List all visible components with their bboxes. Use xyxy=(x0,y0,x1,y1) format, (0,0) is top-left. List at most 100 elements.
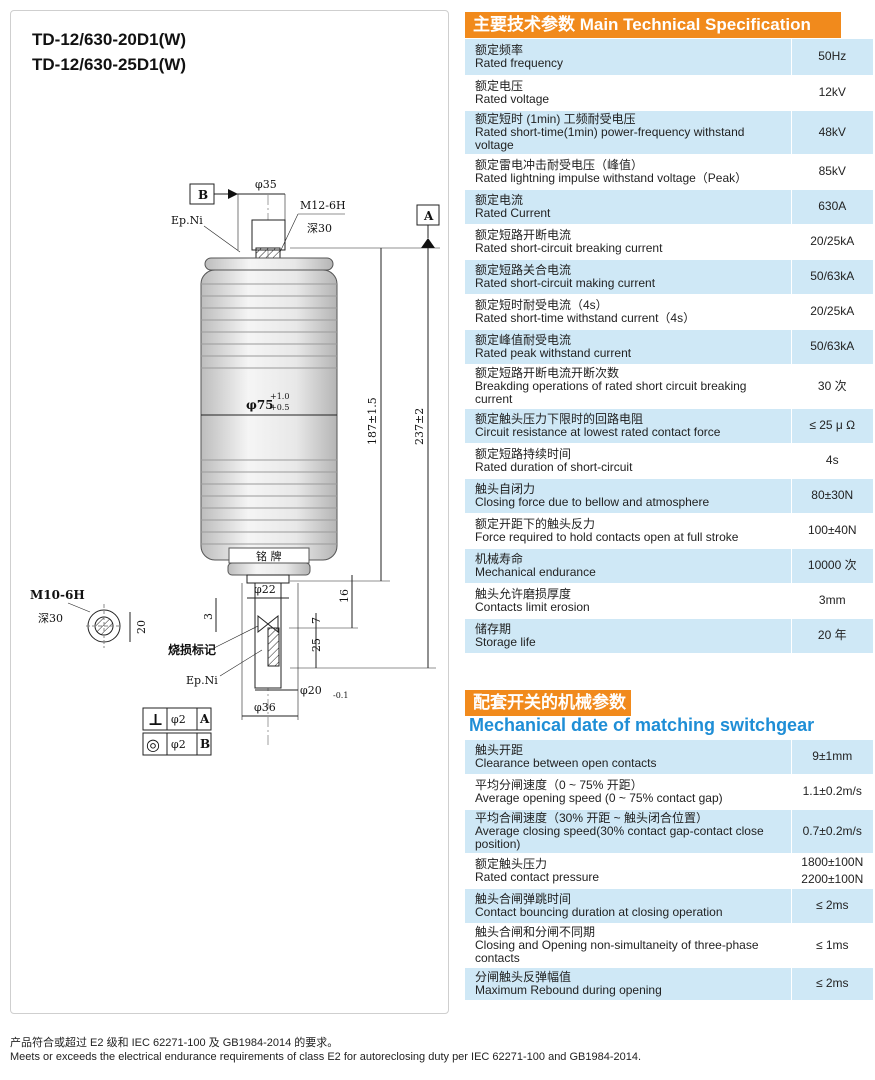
footer-en: Meets or exceeds the electrical enduranc… xyxy=(10,1051,642,1063)
spec-label-cn: 分闸触头反弹幅值 xyxy=(475,969,572,984)
tol2-value: φ2 xyxy=(171,738,186,751)
spec-value: 1800±100N xyxy=(801,854,864,869)
spec-value: 20 年 xyxy=(817,628,847,642)
spec-row: 平均分闸速度（0 ~ 75% 开距）Average opening speed … xyxy=(465,774,873,810)
model-name-1: TD-12/630-20D1(W) xyxy=(32,30,186,49)
spec-label-cn: 额定开距下的触头反力 xyxy=(475,516,596,531)
dim-3: 3 xyxy=(202,613,215,620)
spec-label-en: Rated peak withstand current xyxy=(475,345,632,360)
spec-value: 50/63kA xyxy=(810,339,855,353)
dim-dia75: φ75 xyxy=(246,398,274,412)
spec-value-cell: ≤ 2ms xyxy=(790,967,873,1001)
main-spec-title: 主要技术参数 Main Technical Specification xyxy=(465,12,841,38)
spec-label-cn: 储存期 xyxy=(475,621,512,636)
spec-label-en: Breakding operations of rated short circ… xyxy=(475,378,747,406)
spec-label-en: Storage life xyxy=(475,634,536,649)
tolerance-frame-1: ⊥ φ2 A xyxy=(142,707,212,731)
datum-b-label: B xyxy=(198,188,208,202)
spec-value: 100±40N xyxy=(807,523,857,537)
spec-value-cell: 20 年 xyxy=(790,618,873,654)
datum-a-label: A xyxy=(423,209,434,223)
spec-label-cn: 平均分闸速度（0 ~ 75% 开距） xyxy=(475,777,643,792)
top-ribs xyxy=(201,283,337,369)
spec-label-en: Rated short-time withstand current（4s） xyxy=(475,310,696,325)
spec-label-en: Rated frequency xyxy=(475,55,564,70)
spec-value-cell: 50Hz xyxy=(790,39,873,76)
spec-row: 额定短时耐受电流（4s）Rated short-time withstand c… xyxy=(465,294,873,330)
top-cap xyxy=(204,257,334,271)
spec-value: 30 次 xyxy=(817,378,847,393)
dim-dia35: φ35 xyxy=(255,178,277,191)
spec-value-cell: ≤ 1ms xyxy=(790,923,873,968)
spec-value-cell: 0.7±0.2m/s xyxy=(790,809,873,854)
spec-label-en: Force required to hold contacts open at … xyxy=(475,529,739,544)
dim-thread-top: M12-6H xyxy=(300,199,346,212)
spec-value: 48kV xyxy=(818,124,846,139)
spec-value-2: 2200±100N xyxy=(801,871,864,886)
spec-label-cn: 平均合闸速度（30% 开距 ~ 触头闭合位置） xyxy=(475,810,709,825)
dim-thread-side: M10-6H xyxy=(30,588,85,602)
spec-label-en: Clearance between open contacts xyxy=(475,755,657,770)
spec-value: 80±30N xyxy=(811,488,854,502)
spec-label-cn: 触头合闸和分闸不同期 xyxy=(475,924,596,939)
spec-value: ≤ 25 μ Ω xyxy=(809,418,856,432)
bottom-cap xyxy=(227,562,311,576)
spec-value-cell: 10000 次 xyxy=(790,548,873,584)
spec-value-cell: 30 次 xyxy=(790,364,873,409)
dim-20: 20 xyxy=(135,620,148,634)
dim-16: 16 xyxy=(338,589,351,603)
bottom-ribs xyxy=(201,459,337,545)
spec-label-en: Rated short-circuit breaking current xyxy=(475,240,663,255)
spec-label-cell: 平均分闸速度（0 ~ 75% 开距）Average opening speed … xyxy=(465,774,791,810)
spec-value: ≤ 2ms xyxy=(815,976,849,990)
spec-value: ≤ 1ms xyxy=(815,937,849,952)
interrupter-drawing: 铭 牌 B φ35 M12-6H 深30 Ep.Ni A 187±1.5 237… xyxy=(30,178,440,756)
top-stud xyxy=(251,219,286,251)
spec-label-en: Rated lightning impulse withstand voltag… xyxy=(475,170,748,185)
footer-cn: 产品符合或超过 E2 级和 IEC 62271-100 及 GB1984-201… xyxy=(10,1037,339,1049)
ep-ni-top: Ep.Ni xyxy=(171,214,203,227)
spec-value: 9±1mm xyxy=(812,749,853,764)
tol2-symbol: ◎ xyxy=(146,735,160,754)
spec-value-cell: 80±30N xyxy=(790,478,873,514)
drawing-panel xyxy=(10,10,449,1014)
spec-label-cn: 额定电压 xyxy=(475,78,524,93)
spec-value: 630A xyxy=(818,199,847,213)
ep-ni-bottom: Ep.Ni xyxy=(186,674,218,687)
spec-value-cell: 630A xyxy=(790,189,873,225)
wear-mark-symbol xyxy=(257,614,269,634)
spec-label-en: Closing and Opening non-simultaneity of … xyxy=(475,937,759,965)
spec-value: 20/25kA xyxy=(810,304,855,318)
spec-label-en: Closing force due to bellow and atmosphe… xyxy=(475,494,710,509)
spec-label-cn: 额定短路开断电流 xyxy=(475,227,572,242)
spec-value-cell: 12kV xyxy=(790,75,873,111)
spec-label-cn: 额定短路开断电流开断次数 xyxy=(475,365,620,380)
dim-dia20: φ20 xyxy=(300,684,322,697)
spec-label-en: Average opening speed (0 ~ 75% contact g… xyxy=(475,790,723,805)
dim-len187: 187±1.5 xyxy=(366,397,379,445)
spec-label-cn: 额定短时耐受电流（4s） xyxy=(475,297,608,312)
spec-value-cell: ≤ 25 μ Ω xyxy=(790,408,873,444)
spec-label-cell: 额定雷电冲击耐受电压（峰值）Rated lightning impulse wi… xyxy=(465,154,791,190)
spec-label-en: Circuit resistance at lowest rated conta… xyxy=(475,424,721,439)
